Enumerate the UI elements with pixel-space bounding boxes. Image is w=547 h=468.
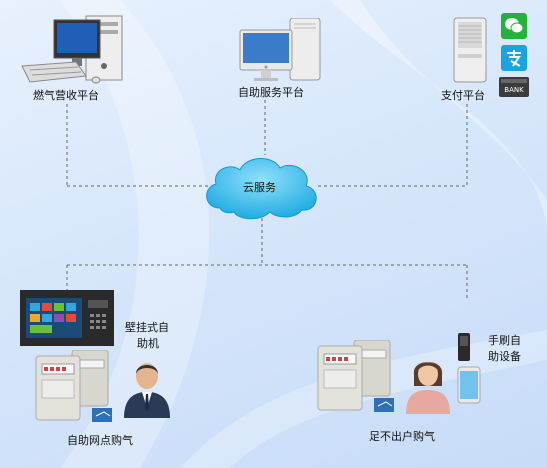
self-outlet-label: 自助网点购气 — [67, 434, 133, 447]
server-tower-icon — [453, 17, 487, 83]
wechat-pay-icon — [501, 13, 527, 39]
handheld-label-line1: 手刷自 — [488, 334, 521, 347]
desktop-computer-icon — [21, 15, 123, 84]
wall-kiosk-label-line1: 壁挂式自 — [125, 321, 169, 334]
male-user-icon — [124, 363, 170, 418]
bank-logo-text: BANK — [504, 86, 524, 94]
gas-meter-icon — [317, 340, 394, 412]
stay-home-label: 足不出户购气 — [369, 430, 435, 443]
female-user-icon — [406, 362, 450, 414]
cloud-service-icon — [206, 158, 317, 220]
cloud-label: 云服务 — [243, 181, 276, 194]
gas-meter-icon — [35, 350, 112, 422]
imac-computer-icon — [239, 18, 321, 81]
self-service-platform-label: 自助服务平台 — [238, 86, 304, 99]
payment-platform-label: 支付平台 — [441, 89, 485, 102]
bank-card-icon: BANK — [499, 77, 529, 97]
wall-kiosk-label-line2: 助机 — [137, 337, 159, 350]
handheld-device-icon — [457, 333, 481, 404]
handheld-label-line2: 助设备 — [488, 350, 521, 363]
alipay-icon — [501, 45, 527, 71]
gas-platform-label: 燃气营收平台 — [33, 89, 99, 102]
wall-kiosk-icon — [20, 290, 114, 346]
